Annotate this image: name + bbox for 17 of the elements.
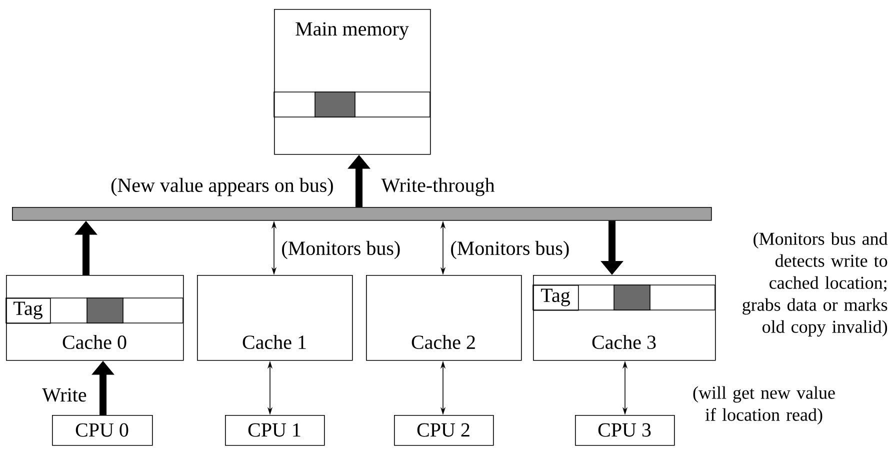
- cache-box: Cache 1: [197, 275, 353, 361]
- tag-cell: Tag: [6, 298, 51, 324]
- bus-bar: [12, 207, 712, 221]
- cache-box: Cache 2: [366, 275, 522, 361]
- cpu-box: CPU 0: [52, 415, 153, 446]
- cpu-box: CPU 1: [225, 415, 325, 446]
- cpu-box: CPU 3: [575, 415, 675, 446]
- note-text: (Monitors bus and detects write to cached location; grabs data or marks old copy invalid): [742, 232, 888, 337]
- cpu-box: CPU 2: [394, 415, 494, 446]
- memory-box: Main memory: [274, 9, 431, 155]
- note-text: (New value appears on bus): [111, 178, 333, 196]
- edge-label: (Monitors bus): [449, 240, 571, 260]
- tag-cell: Tag: [533, 285, 579, 311]
- edge-label: Write: [41, 387, 88, 403]
- note-text: (will get new value if location read): [693, 386, 835, 425]
- edge-label: Write-through: [380, 176, 496, 198]
- edge-label: (Monitors bus): [280, 240, 402, 260]
